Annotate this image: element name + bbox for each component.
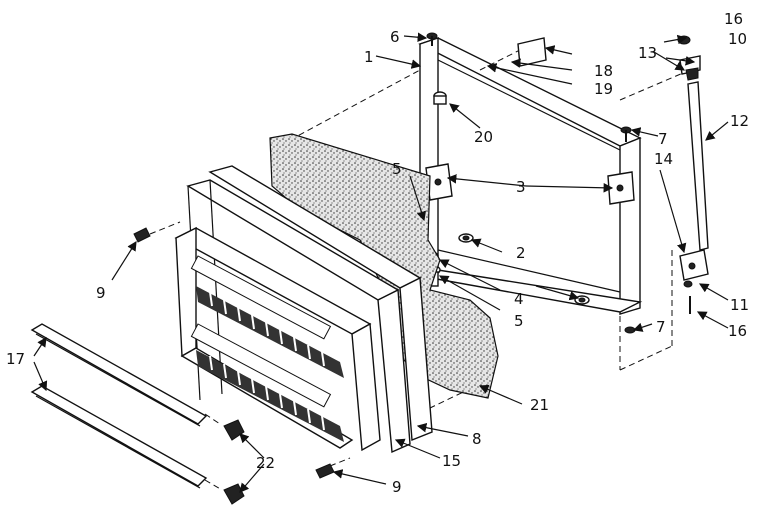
callout-5-top: 5 <box>392 160 402 178</box>
callout-4: 4 <box>514 290 524 308</box>
callout-3: 3 <box>516 178 526 196</box>
callout-6: 6 <box>390 28 400 46</box>
shelf-rack-upper <box>196 286 344 378</box>
callout-15: 15 <box>442 452 461 470</box>
callout-11: 11 <box>730 296 749 314</box>
callout-5-bottom: 5 <box>514 312 524 330</box>
callout-19: 19 <box>594 80 613 98</box>
callout-21: 21 <box>530 396 549 414</box>
shelf-rack-lower <box>196 350 344 442</box>
leader-lines <box>33 32 729 493</box>
callout-12: 12 <box>730 112 749 130</box>
callout-10: 10 <box>728 30 747 48</box>
hinge-pin-rod <box>677 35 709 251</box>
hinge-bracket-right <box>607 171 635 205</box>
top-hinge-bracket <box>517 37 547 67</box>
callout-16-top: 16 <box>724 10 743 28</box>
callout-1: 1 <box>364 48 374 66</box>
callout-2: 2 <box>516 244 526 262</box>
screw-bottom <box>315 463 335 479</box>
screw-right-top <box>620 126 632 142</box>
callout-18: 18 <box>594 62 613 80</box>
shelf-bar-lower <box>30 385 245 505</box>
callout-9-left: 9 <box>96 284 106 302</box>
callout-labels: 1 6 13 18 19 20 16 10 12 7 14 3 5 2 4 5 … <box>6 10 749 496</box>
callout-7-bottom: 7 <box>656 318 666 336</box>
callout-17: 17 <box>6 350 25 368</box>
callout-7-top: 7 <box>658 130 668 148</box>
callout-20: 20 <box>474 128 493 146</box>
callout-13: 13 <box>638 44 657 62</box>
bumper <box>433 91 447 105</box>
lower-hinge <box>679 249 709 314</box>
screw-left <box>133 227 151 243</box>
outer-door-panel <box>186 165 433 454</box>
callout-9-bottom: 9 <box>392 478 402 496</box>
screw-right-bottom <box>624 326 636 334</box>
callout-22: 22 <box>256 454 275 472</box>
callout-16-bottom: 16 <box>728 322 747 340</box>
shelf-bar-upper <box>30 323 245 441</box>
callout-8: 8 <box>472 430 482 448</box>
assembly-lines <box>149 49 691 491</box>
callout-14: 14 <box>654 150 673 168</box>
